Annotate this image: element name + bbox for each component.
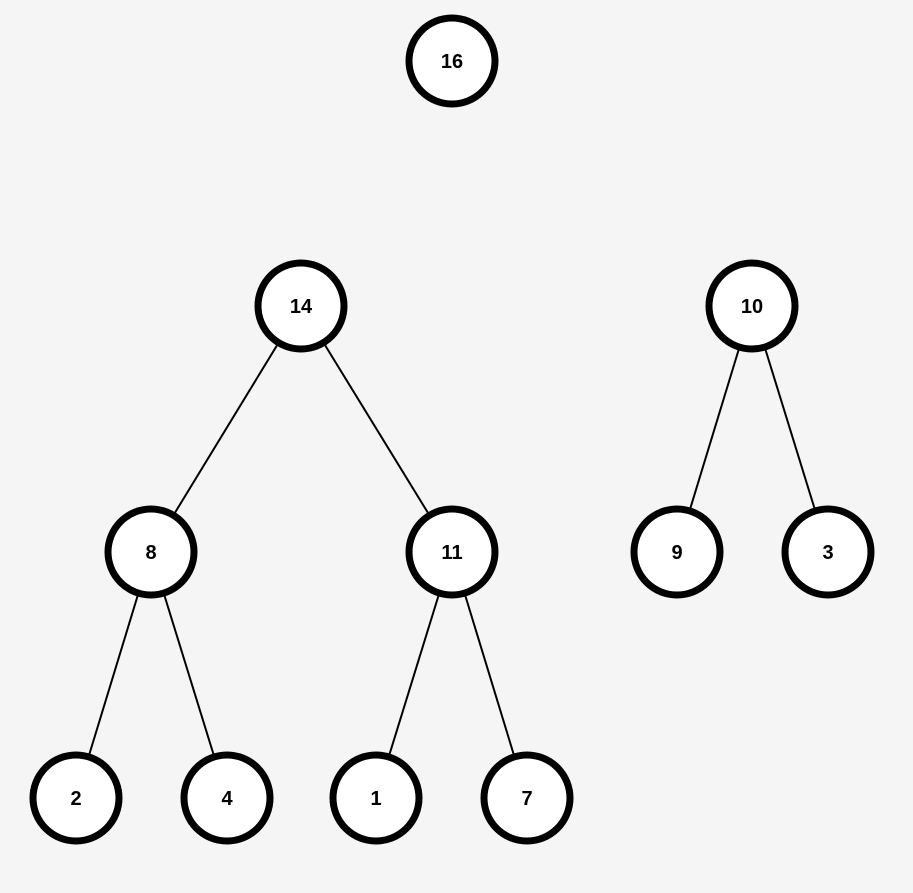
tree-edge-14-8 (150, 305, 302, 553)
tree-node-4: 4 (180, 751, 274, 845)
tree-node-1: 1 (329, 751, 423, 845)
tree-node-3: 3 (781, 505, 875, 599)
node-circle-16 (405, 14, 499, 108)
node-circle-11 (405, 505, 499, 599)
tree-node-14: 14 (254, 259, 348, 353)
tree-node-7: 7 (480, 751, 574, 845)
tree-node-9: 9 (630, 505, 724, 599)
node-circle-2 (29, 751, 123, 845)
node-circle-1 (329, 751, 423, 845)
node-circle-3 (781, 505, 875, 599)
node-circle-9 (630, 505, 724, 599)
node-circle-7 (480, 751, 574, 845)
tree-node-16: 16 (405, 14, 499, 108)
node-circle-10 (705, 259, 799, 353)
tree-node-8: 8 (104, 505, 198, 599)
tree-node-2: 2 (29, 751, 123, 845)
tree-node-10: 10 (705, 259, 799, 353)
node-circle-4 (180, 751, 274, 845)
tree-node-11: 11 (405, 505, 499, 599)
tree-edge-14-11 (300, 305, 453, 553)
node-circle-14 (254, 259, 348, 353)
node-circle-8 (104, 505, 198, 599)
